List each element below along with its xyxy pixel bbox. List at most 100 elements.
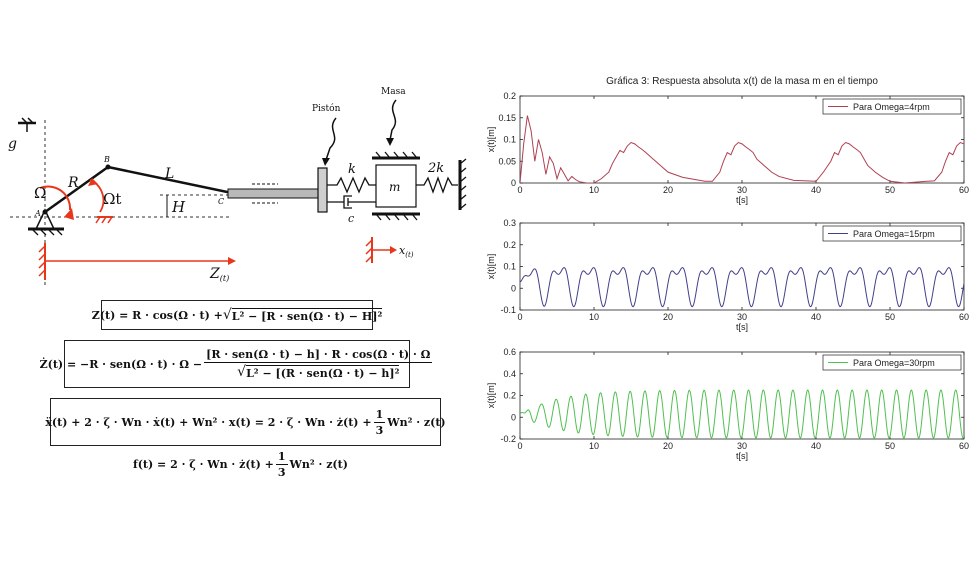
equation-z-sqrt: √L² − [R · sen(Ω · t) − H]² xyxy=(222,307,383,323)
series-line xyxy=(520,115,964,183)
y-tick-label: 0.15 xyxy=(498,113,516,123)
y-tick-label: 0.1 xyxy=(503,135,516,145)
x-tick-label: 20 xyxy=(663,185,673,195)
x-tick-label: 60 xyxy=(959,185,969,195)
label-omega-t: Ωt xyxy=(103,190,121,208)
y-tick-label: 0.05 xyxy=(498,156,516,166)
legend-box xyxy=(822,225,962,242)
label-k: k xyxy=(348,162,356,177)
x-tick-label: 60 xyxy=(959,312,969,322)
label-piston: Pistón xyxy=(312,103,341,114)
label-H: H xyxy=(171,198,186,216)
x-tick-label: 20 xyxy=(663,312,673,322)
x-tick-label: 50 xyxy=(885,185,895,195)
label-g: g xyxy=(8,136,17,152)
equation-zdot: Ż(t) = −R · sen(Ω · t) · Ω − [R · sen(Ω … xyxy=(40,340,433,388)
x-tick-label: 10 xyxy=(589,312,599,322)
y-axis-label: x(t)[m] xyxy=(486,127,496,153)
charts-area: 0 10 20 30 40 50 60 0 0.05 0.1 0.15 0.2 t[s] x(t)[m] P… xyxy=(486,91,969,461)
y-tick-label: 0 xyxy=(511,412,516,422)
label-x: x(t) xyxy=(399,244,414,259)
y-tick-label: 0 xyxy=(511,178,516,188)
omega-t-arrowhead xyxy=(88,178,98,186)
y-tick-label: 0.2 xyxy=(503,240,516,250)
piston-plate xyxy=(317,167,328,213)
joint-A xyxy=(42,209,48,215)
x-axis-label: t[s] xyxy=(736,451,748,461)
x-tick-label: 60 xyxy=(959,441,969,451)
x-tick-label: 0 xyxy=(517,312,522,322)
ground-symbol-top xyxy=(18,117,36,132)
x-tick-label: 50 xyxy=(885,441,895,451)
chart-title: Gráfica 3: Respuesta absoluta x(t) de la… xyxy=(606,76,878,87)
y-tick-label: 0.1 xyxy=(503,262,516,272)
piston-pointer xyxy=(325,117,337,161)
equation-motion-frac-den: 3 xyxy=(375,423,384,437)
x-tick-label: 0 xyxy=(517,441,522,451)
mass-top-ground xyxy=(372,151,420,160)
equation-force-frac-num: 1 xyxy=(275,450,288,465)
legend-label: Para Omega=4rpm xyxy=(853,102,930,112)
equation-z-lhs: Z(t) = R · cos(Ω · t) + xyxy=(91,308,223,322)
y-tick-label: 0.2 xyxy=(503,91,516,101)
y-tick-label: -0.1 xyxy=(500,305,516,315)
series-line xyxy=(520,389,964,439)
equation-motion-tail: Wn² · z(t) xyxy=(387,415,446,429)
equation-z: Z(t) = R · cos(Ω · t) + √L² − [R · sen(Ω… xyxy=(92,300,383,330)
link-L xyxy=(107,165,233,195)
x-tick-label: 10 xyxy=(589,185,599,195)
right-wall xyxy=(458,158,467,210)
y-axis-label: x(t)[m] xyxy=(486,254,496,280)
legend-box xyxy=(822,354,962,371)
label-omega: Ω xyxy=(34,184,46,202)
label-c: c xyxy=(348,212,354,225)
label-z: Z(t) xyxy=(209,266,229,283)
spring-k xyxy=(327,176,376,194)
equation-zdot-numerator: [R · sen(Ω · t) − h] · R · cos(Ω · t) · … xyxy=(204,348,433,363)
equation-motion-lhs: ẍ(t) + 2 · ζ · Wn · ẋ(t) + Wn² · x(t) = … xyxy=(45,415,372,429)
legend-label: Para Omega=15rpm xyxy=(853,229,935,239)
piston-pointer-head xyxy=(322,158,330,166)
label-L: L xyxy=(164,166,174,182)
x-tick-label: 40 xyxy=(811,312,821,322)
joint-B xyxy=(105,164,111,170)
label-masa: Masa xyxy=(381,87,406,97)
piston-guide xyxy=(227,183,321,204)
x-tick-label: 30 xyxy=(737,185,747,195)
x-tick-label: 30 xyxy=(737,312,747,322)
x-reference xyxy=(365,237,397,263)
x-tick-label: 10 xyxy=(589,441,599,451)
equation-z-radicand: L² − [R · sen(Ω · t) − H]² xyxy=(231,307,383,323)
mass-block xyxy=(375,164,417,208)
x-axis-label: t[s] xyxy=(736,195,748,205)
x-tick-label: 50 xyxy=(885,312,895,322)
omega-arc xyxy=(39,185,72,211)
equation-zdot-fraction: [R · sen(Ω · t) − h] · R · cos(Ω · t) · … xyxy=(204,348,433,380)
pivot-ground xyxy=(28,208,64,236)
angle-reference-marker xyxy=(95,216,113,224)
x-tick-label: 20 xyxy=(663,441,673,451)
equation-force-frac-den: 3 xyxy=(277,466,286,479)
equation-force-lhs: f(t) = 2 · ζ · Wn · ż(t) + xyxy=(133,458,274,471)
y-tick-label: 0.4 xyxy=(503,369,516,379)
label-m: m xyxy=(389,180,400,194)
equation-zdot-lhs: Ż(t) = −R · sen(Ω · t) · Ω − xyxy=(39,357,203,371)
equation-force-tail: Wn² · z(t) xyxy=(289,458,348,471)
series-line xyxy=(520,267,964,308)
damper-c xyxy=(327,195,376,209)
mass-pointer-head xyxy=(386,138,394,146)
legend-label: Para Omega=30rpm xyxy=(853,358,935,368)
label-C: C xyxy=(218,197,224,206)
y-axis-label: x(t)[m] xyxy=(486,383,496,409)
mass-pointer xyxy=(389,99,397,141)
mass-bottom-ground xyxy=(372,212,420,221)
label-2k: 2k xyxy=(427,161,444,176)
spring-2k xyxy=(416,176,458,194)
z-reference xyxy=(38,243,236,280)
